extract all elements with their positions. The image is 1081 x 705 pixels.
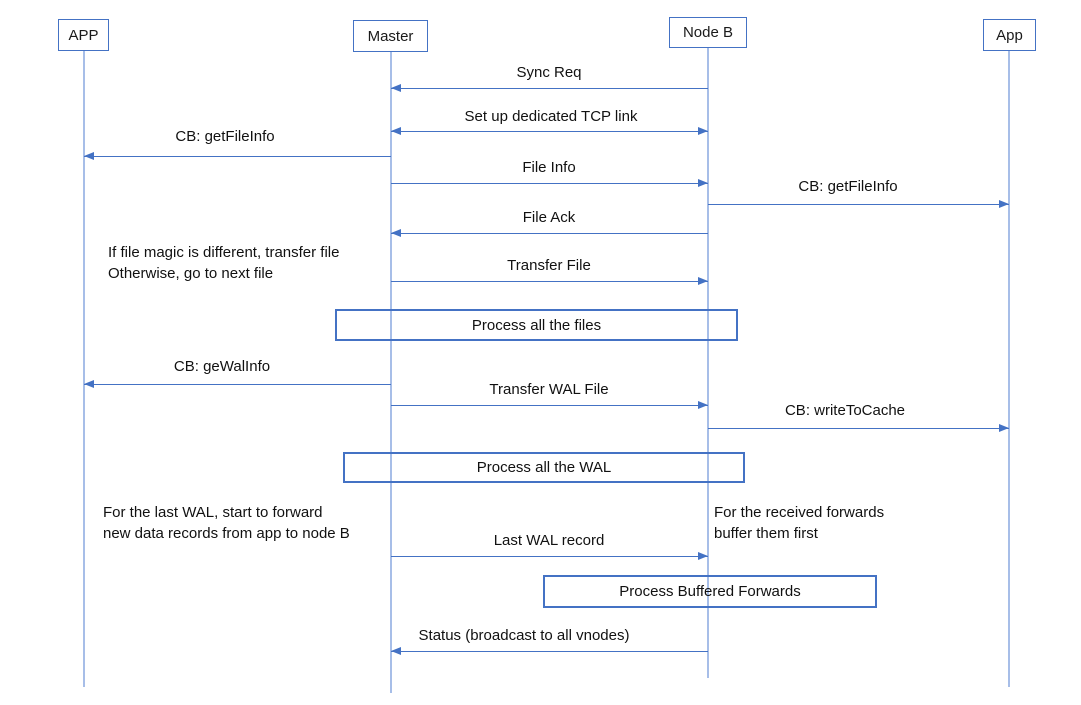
message-label: CB: geWalInfo [173,358,271,375]
message-label: Transfer WAL File [489,381,609,398]
lifeline-app-left [83,51,85,687]
message-sync-req: Sync Req [391,64,708,92]
actor-app-right: App [983,19,1036,51]
message-cb-gewalinfo: CB: geWalInfo [84,358,391,388]
note-line: For the last WAL, start to forward [103,504,323,521]
process-box-all-files: Process all the files [335,309,738,341]
actor-label: Node B [682,24,734,41]
note-line: Otherwise, go to next file [108,265,274,282]
arrowhead-left-icon [391,126,401,135]
arrowhead-left-icon [84,379,94,388]
message-label: File Ack [522,209,576,226]
arrowhead-right-icon [999,199,1009,208]
note-line: new data records from app to node B [103,525,350,542]
arrowhead-right-icon [698,551,708,560]
message-label: Sync Req [516,64,582,81]
note-line: If file magic is different, transfer fil… [108,244,340,261]
message-cb-writetocache: CB: writeToCache [708,402,1009,432]
arrowhead-right-icon [698,178,708,187]
message-last-wal-record: Last WAL record [391,532,708,560]
note-line: buffer them first [714,525,818,542]
lifeline-master [390,52,392,693]
note-line: For the received forwards [714,504,885,521]
message-label: Status (broadcast to all vnodes) [418,627,630,644]
process-box-all-wal: Process all the WAL [343,452,745,483]
message-label: Set up dedicated TCP link [464,108,638,125]
arrowhead-right-icon [698,126,708,135]
process-box-label: Process all the files [471,316,602,334]
message-label: Transfer File [507,257,591,274]
arrowhead-left-icon [391,646,401,655]
message-label: CB: getFileInfo [798,178,898,195]
note-file-magic: If file magic is different, transfer fil… [108,242,339,284]
arrowhead-left-icon [391,83,401,92]
message-label: CB: writeToCache [784,402,906,419]
message-cb-getfileinfo-left: CB: getFileInfo [84,128,391,160]
actor-label: App [996,26,1023,44]
message-label: File Info [522,159,576,176]
message-label: CB: getFileInfo [175,128,275,145]
lifeline-node-b [707,48,709,678]
note-buffer-forwards: For the received forwards buffer them fi… [714,502,884,544]
message-transfer-wal-file: Transfer WAL File [391,381,708,409]
message-file-ack: File Ack [391,209,708,237]
actor-app-left: APP [58,19,109,51]
arrowhead-right-icon [698,400,708,409]
process-box-buffered-forwards: Process Buffered Forwards [543,575,877,608]
lifeline-app-right [1008,51,1010,687]
message-cb-getfileinfo-right: CB: getFileInfo [708,178,1009,208]
message-setup-tcp-link: Set up dedicated TCP link [391,108,708,135]
actor-master: Master [353,20,428,52]
arrowhead-right-icon [698,276,708,285]
message-status-broadcast: Status (broadcast to all vnodes) [391,627,708,655]
message-transfer-file: Transfer File [391,257,708,285]
process-box-label: Process Buffered Forwards [619,583,801,600]
arrowhead-left-icon [391,228,401,237]
process-box-label: Process all the WAL [476,459,612,476]
message-file-info: File Info [391,159,708,187]
note-last-wal-forward: For the last WAL, start to forward new d… [103,502,350,544]
actor-node-b: Node B [669,17,747,48]
actor-label: Master [367,27,414,45]
message-label: Last WAL record [493,532,605,549]
arrowhead-left-icon [84,151,94,160]
arrowhead-right-icon [999,423,1009,432]
actor-label: APP [68,26,99,44]
